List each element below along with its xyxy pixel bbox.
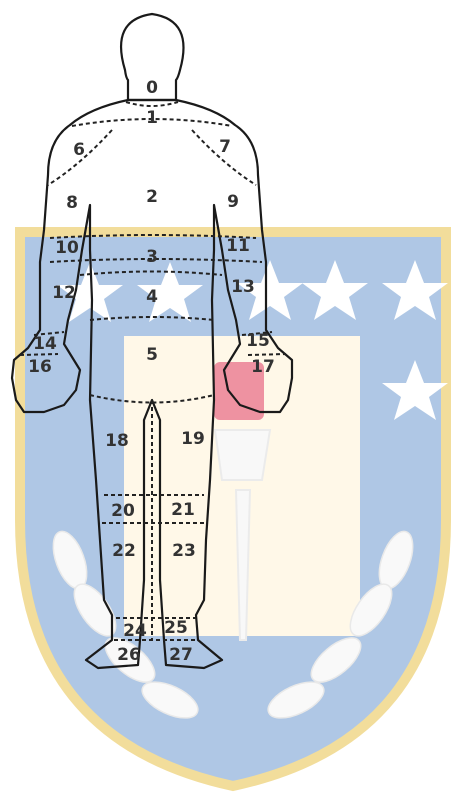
region-label-lower-back-upper[interactable]: 3 <box>146 247 158 267</box>
region-label-left-calf[interactable]: 23 <box>172 541 196 561</box>
region-label-buttocks[interactable]: 5 <box>146 345 158 365</box>
region-label-left-hand[interactable]: 17 <box>251 357 275 377</box>
region-label-left-upper-arm[interactable]: 9 <box>227 192 239 212</box>
region-label-right-elbow[interactable]: 10 <box>55 238 79 258</box>
divider-neck <box>126 102 178 106</box>
region-label-right-foot[interactable]: 26 <box>117 645 141 665</box>
region-label-right-forearm[interactable]: 12 <box>52 283 76 303</box>
region-label-left-shoulder[interactable]: 7 <box>219 137 231 157</box>
region-label-left-knee[interactable]: 21 <box>171 500 195 520</box>
region-label-right-calf[interactable]: 22 <box>112 541 136 561</box>
region-label-right-wrist[interactable]: 14 <box>33 334 57 354</box>
region-label-upper-back[interactable]: 1 <box>146 108 158 128</box>
region-label-left-ankle[interactable]: 25 <box>164 618 188 638</box>
region-label-left-thigh[interactable]: 19 <box>181 429 205 449</box>
region-label-right-hand[interactable]: 16 <box>28 357 52 377</box>
region-label-right-shoulder[interactable]: 6 <box>73 140 85 160</box>
region-label-neck[interactable]: 0 <box>146 78 158 98</box>
region-label-lower-back[interactable]: 4 <box>146 287 158 307</box>
region-label-right-upper-arm[interactable]: 8 <box>66 193 78 213</box>
region-label-right-ankle[interactable]: 24 <box>123 621 147 641</box>
region-label-right-thigh[interactable]: 18 <box>105 431 129 451</box>
region-label-left-forearm[interactable]: 13 <box>231 277 255 297</box>
region-label-left-foot[interactable]: 27 <box>169 645 193 665</box>
region-label-left-elbow[interactable]: 11 <box>226 236 250 256</box>
region-label-left-wrist[interactable]: 15 <box>246 331 270 351</box>
region-label-mid-back[interactable]: 2 <box>146 187 158 207</box>
region-label-right-knee[interactable]: 20 <box>111 501 135 521</box>
